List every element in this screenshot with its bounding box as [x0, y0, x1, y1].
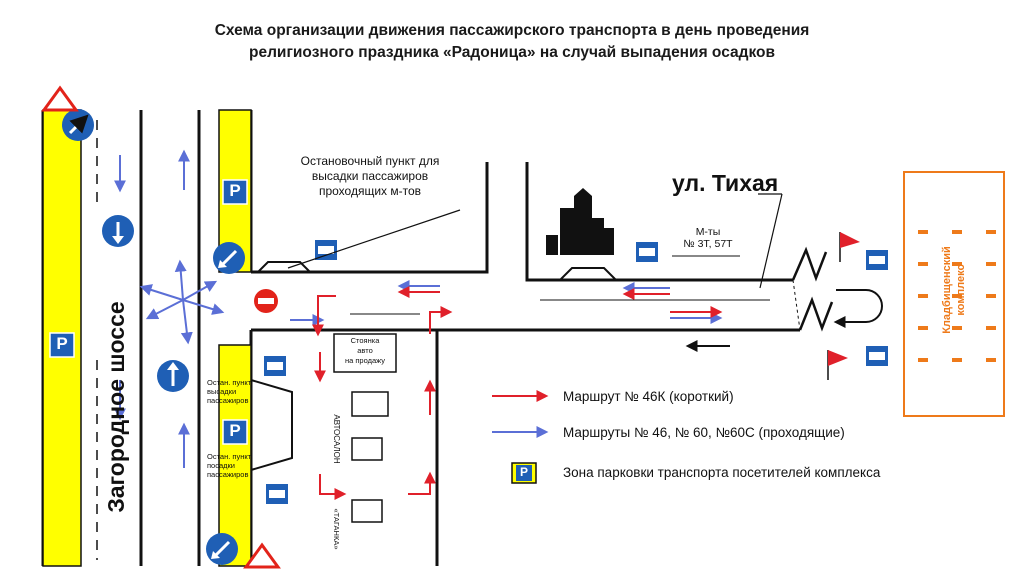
taganka-label: «ТАГАНКА»: [332, 508, 341, 550]
autosalon-buildings: [333, 333, 397, 523]
title-line-1: Схема организации движения пассажирского…: [214, 22, 810, 39]
building-icon: [546, 188, 614, 255]
title-line-2: религиозного праздника «Радоница» на слу…: [248, 44, 776, 61]
autosalon-label: АВТОСАЛОН: [332, 414, 341, 464]
stop-passing-label: Остановочный пункт для высадки пассажиро…: [270, 154, 470, 199]
parking-sign-label-legend: P: [519, 465, 528, 479]
parking-sale-line-2: авто: [357, 346, 373, 355]
legend-blue-routes: Маршруты № 46, № 60, №60С (проходящие): [563, 425, 845, 440]
stop-drop-label: Остан. пункт высадки пассажиров: [207, 378, 251, 405]
stop-passing-line-2: высадки пассажиров: [311, 169, 429, 183]
stop-board-line-3: пассажиров: [207, 470, 249, 479]
road-narrows-warning-icon: [41, 85, 281, 569]
parking-sale-label: Стоянка авто на продажу: [334, 336, 396, 366]
stop-drop-line-2: высадки: [207, 387, 237, 396]
arrow-icon: [287, 193, 883, 352]
page-title: Схема организации движения пассажирского…: [0, 20, 1024, 64]
stop-board-line-1: Остан. пункт: [207, 452, 252, 461]
no-entry-icon: [254, 289, 278, 313]
street-label: ул. Тихая: [672, 170, 779, 196]
red-routes: [312, 286, 723, 500]
blue-routes: [114, 149, 723, 468]
cemetery-line-2: комплекс: [955, 264, 967, 316]
routes-street-label: М-ты № 3Т, 57Т: [668, 226, 748, 250]
stop-passing-line-1: Остановочный пункт для: [300, 154, 440, 168]
stop-drop-line-1: Остан. пункт: [207, 378, 252, 387]
bus-stop-icon: [264, 240, 888, 504]
flag-icon: [827, 232, 860, 380]
legend-parking-zone: Зона парковки транспорта посетителей ком…: [563, 465, 881, 480]
highway-label: Загородное шоссе: [103, 301, 129, 513]
stop-board-line-2: посадки: [207, 461, 236, 470]
legend-red-route: Маршрут № 46К (короткий): [563, 389, 734, 404]
bus-bays: [250, 261, 617, 471]
cemetery-line-1: Кладбищенский: [941, 246, 953, 334]
parking-sign-label-2: P: [229, 421, 241, 440]
parking-icon: [49, 179, 537, 484]
parking-sale-line-1: Стоянка: [350, 336, 380, 345]
routes-street-line-1: М-ты: [695, 226, 721, 238]
cemetery-complex: [903, 171, 1005, 417]
cemetery-label: Кладбищенский комплекс: [940, 230, 968, 350]
parking-sign-label-3: P: [56, 334, 68, 353]
stop-board-label: Остан. пункт посадки пассажиров: [207, 452, 251, 479]
parking-sale-line-3: на продажу: [344, 356, 386, 365]
routes-street-line-2: № 3Т, 57Т: [683, 238, 733, 250]
stop-passing-line-3: проходящих м-тов: [318, 184, 422, 198]
parking-sign-label-1: P: [229, 181, 241, 200]
stop-drop-line-3: пассажиров: [207, 396, 249, 405]
direction-arrow-icon: [62, 109, 245, 565]
